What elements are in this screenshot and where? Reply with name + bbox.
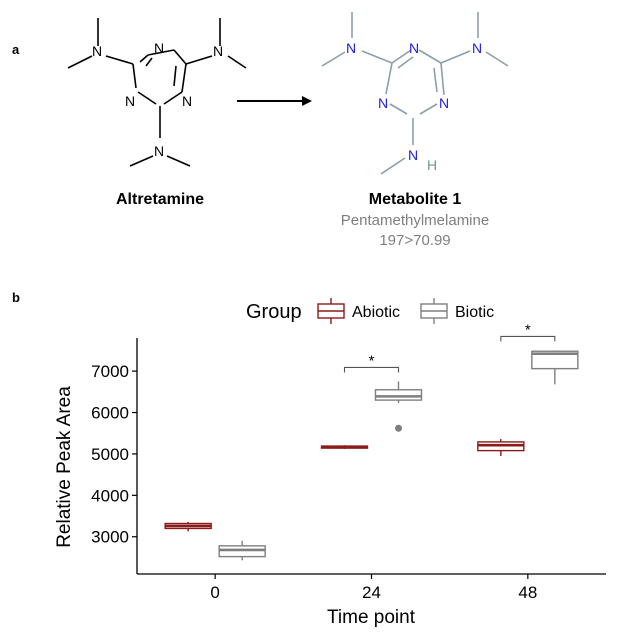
atom-n: N xyxy=(408,147,418,163)
altretamine-bonds xyxy=(67,18,247,167)
substituent-bond xyxy=(105,55,134,65)
legend-entry-biotic: Biotic xyxy=(420,298,494,324)
ring-bond xyxy=(132,63,137,89)
y-tick-label: 7000 xyxy=(91,362,129,381)
methyl-bond xyxy=(129,155,154,167)
ring-bond xyxy=(389,103,408,115)
atom-n: N xyxy=(154,40,164,56)
x-tick-label: 0 xyxy=(210,583,219,602)
y-axis-label: Relative Peak Area xyxy=(54,386,75,548)
boxes xyxy=(164,350,579,561)
altretamine-structure: N N N N N N xyxy=(67,18,247,167)
significance-bracket xyxy=(343,366,400,373)
box-abiotic-48 xyxy=(477,439,525,456)
outlier-point xyxy=(395,424,402,432)
atom-n: N xyxy=(182,93,192,109)
y-tick-label: 6000 xyxy=(91,404,129,423)
box-biotic-48 xyxy=(531,350,579,385)
methyl-bond xyxy=(485,51,509,67)
ring-double-bond xyxy=(173,65,177,87)
x-axis-label: Time point xyxy=(327,607,416,628)
atom-h: H xyxy=(427,157,437,173)
y-tick-label: 3000 xyxy=(91,528,129,547)
significance-brackets: ** xyxy=(343,321,556,373)
atom-n: N xyxy=(213,43,223,59)
ring-double-bond xyxy=(397,56,414,69)
ring-bond xyxy=(385,62,393,95)
atom-n: N xyxy=(92,43,102,59)
methyl-bond xyxy=(380,157,406,175)
panel-b-label: b xyxy=(12,290,20,305)
legend-label: Abiotic xyxy=(352,304,400,321)
axes: 3000 4000 5000 6000 7000 0 24 48 xyxy=(91,338,606,602)
substituent-bond xyxy=(185,55,213,65)
ring-bond xyxy=(418,49,442,64)
substituent-bond xyxy=(440,50,471,64)
atom-n: N xyxy=(154,143,164,159)
atom-n: N xyxy=(125,93,135,109)
altretamine-atoms: N N N N N N xyxy=(92,40,223,159)
ring-bond xyxy=(163,91,183,105)
substituent-bond xyxy=(361,50,393,64)
x-tick-label: 48 xyxy=(518,583,537,602)
ring-bond xyxy=(181,63,187,93)
atom-n: N xyxy=(409,40,419,56)
box-biotic-24 xyxy=(374,381,423,432)
reaction-arrow xyxy=(237,96,312,106)
compound-right-transition: 197>70.99 xyxy=(379,232,451,249)
ring-bond xyxy=(139,54,149,63)
methyl-bond xyxy=(67,55,93,69)
significance-bracket xyxy=(500,335,556,342)
atom-n: N xyxy=(346,40,356,56)
y-tick-label: 4000 xyxy=(91,486,129,505)
ring-bond xyxy=(391,49,412,64)
ring-double-bond xyxy=(433,67,438,93)
atom-n: N xyxy=(439,95,449,111)
ring-bond xyxy=(419,103,438,115)
significance-label: * xyxy=(525,321,531,338)
ring-bond xyxy=(173,49,187,65)
metabolite-atoms: N N N N N N H xyxy=(346,40,482,173)
legend: Group Abiotic Biotic xyxy=(246,298,494,324)
methyl-bond xyxy=(321,51,346,67)
box-biotic-0 xyxy=(218,540,266,561)
methyl-bond xyxy=(227,55,247,69)
ring-bond xyxy=(440,62,445,96)
box-abiotic-0 xyxy=(164,521,212,532)
legend-title: Group xyxy=(246,301,302,323)
atom-n: N xyxy=(472,40,482,56)
ring-bond xyxy=(147,49,175,56)
metabolite-structure: N N N N N N H xyxy=(321,12,509,175)
box-body xyxy=(531,350,579,370)
boxplot-chart: Group Abiotic Biotic 3000 4000 5000 6000 7000 0… xyxy=(54,298,606,628)
atom-n: N xyxy=(378,95,388,111)
compound-right-name: Metabolite 1 xyxy=(368,191,462,208)
x-tick-label: 24 xyxy=(362,583,381,602)
legend-entry-abiotic: Abiotic xyxy=(317,298,400,324)
legend-label: Biotic xyxy=(455,304,494,321)
panel-a-label: a xyxy=(12,42,20,57)
significance-label: * xyxy=(369,352,375,369)
metabolite-bonds xyxy=(321,12,509,175)
ring-double-bond xyxy=(145,57,153,67)
compound-left-name: Altretamine xyxy=(115,191,205,208)
box-body xyxy=(374,389,423,401)
box-abiotic-24 xyxy=(320,445,369,449)
compound-right-subname: Pentamethylmelamine xyxy=(340,212,490,229)
methyl-bond xyxy=(166,155,191,167)
y-tick-label: 5000 xyxy=(91,445,129,464)
ring-bond xyxy=(137,91,157,105)
